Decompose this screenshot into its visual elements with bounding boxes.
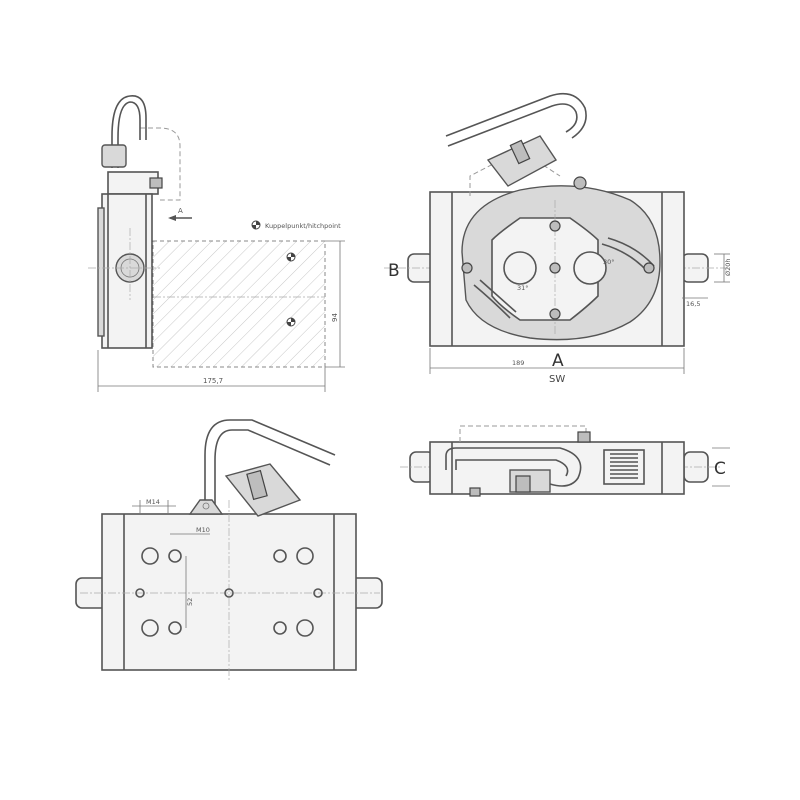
front-handle-inner	[447, 103, 578, 147]
pin-offset-label: 16,5	[686, 300, 700, 308]
rotor-screw-center	[549, 262, 561, 274]
label-b: B	[388, 261, 400, 281]
label-c: C	[714, 459, 726, 479]
side-handle-clamp	[101, 144, 127, 168]
front-width-label: 189	[512, 359, 524, 367]
label-sw: SW	[549, 374, 565, 385]
side-view: A Kuppelpunkt/hitchpoint 94 175,7	[88, 95, 345, 392]
side-knob	[149, 177, 163, 189]
bottom-lug	[188, 499, 224, 515]
view-arrow-label: A	[178, 207, 183, 215]
plate-bolt-left	[461, 262, 473, 274]
top-handle-dashed	[459, 425, 587, 442]
spring	[603, 449, 645, 485]
bottom-handle-inner	[214, 429, 331, 510]
top-view: C	[400, 425, 730, 497]
thread-m10-label: M10	[196, 526, 210, 534]
bottom-view: M14 M10 52	[75, 419, 383, 680]
left-slot	[473, 284, 511, 319]
rotor-notch-right	[573, 251, 607, 285]
rotor-cross	[491, 217, 599, 321]
width-dim-label: 175,7	[203, 377, 223, 385]
rotor-screw-top	[549, 220, 561, 232]
plate-bolt-top	[573, 176, 587, 190]
bottom-holes	[135, 547, 323, 637]
top-handle-outer	[445, 447, 582, 487]
height-dim-label: 94	[331, 313, 339, 322]
hole-dim-label: 52	[186, 598, 194, 606]
angle-label-1: 31°	[517, 284, 529, 292]
side-handle-inner	[117, 101, 141, 168]
front-view: 31° 30° B Ø20h 16,5 189 A SW	[384, 92, 732, 385]
label-a: A	[552, 351, 564, 371]
handle-alt-dashed	[140, 127, 181, 201]
cog-marker-1	[286, 252, 296, 262]
plate-bolt-right	[643, 262, 655, 274]
top-handle-inner	[455, 459, 569, 477]
top-knob	[577, 431, 591, 443]
front-handle-outer	[445, 92, 587, 139]
pin-dia-label: Ø20h	[724, 258, 732, 276]
thread-m14-label: M14	[146, 498, 160, 506]
side-handle	[111, 95, 147, 168]
hitchpoint-label: Kuppelpunkt/hitchpoint	[265, 222, 341, 230]
cog-marker-2	[286, 317, 296, 327]
load-area-hatched	[152, 240, 326, 368]
side-base-plate	[97, 207, 105, 337]
angle-label-2: 30°	[603, 258, 615, 266]
rotor-screw-bottom	[549, 308, 561, 320]
rotor-notch-left	[503, 251, 537, 285]
bottom-handle-outer	[204, 419, 336, 510]
